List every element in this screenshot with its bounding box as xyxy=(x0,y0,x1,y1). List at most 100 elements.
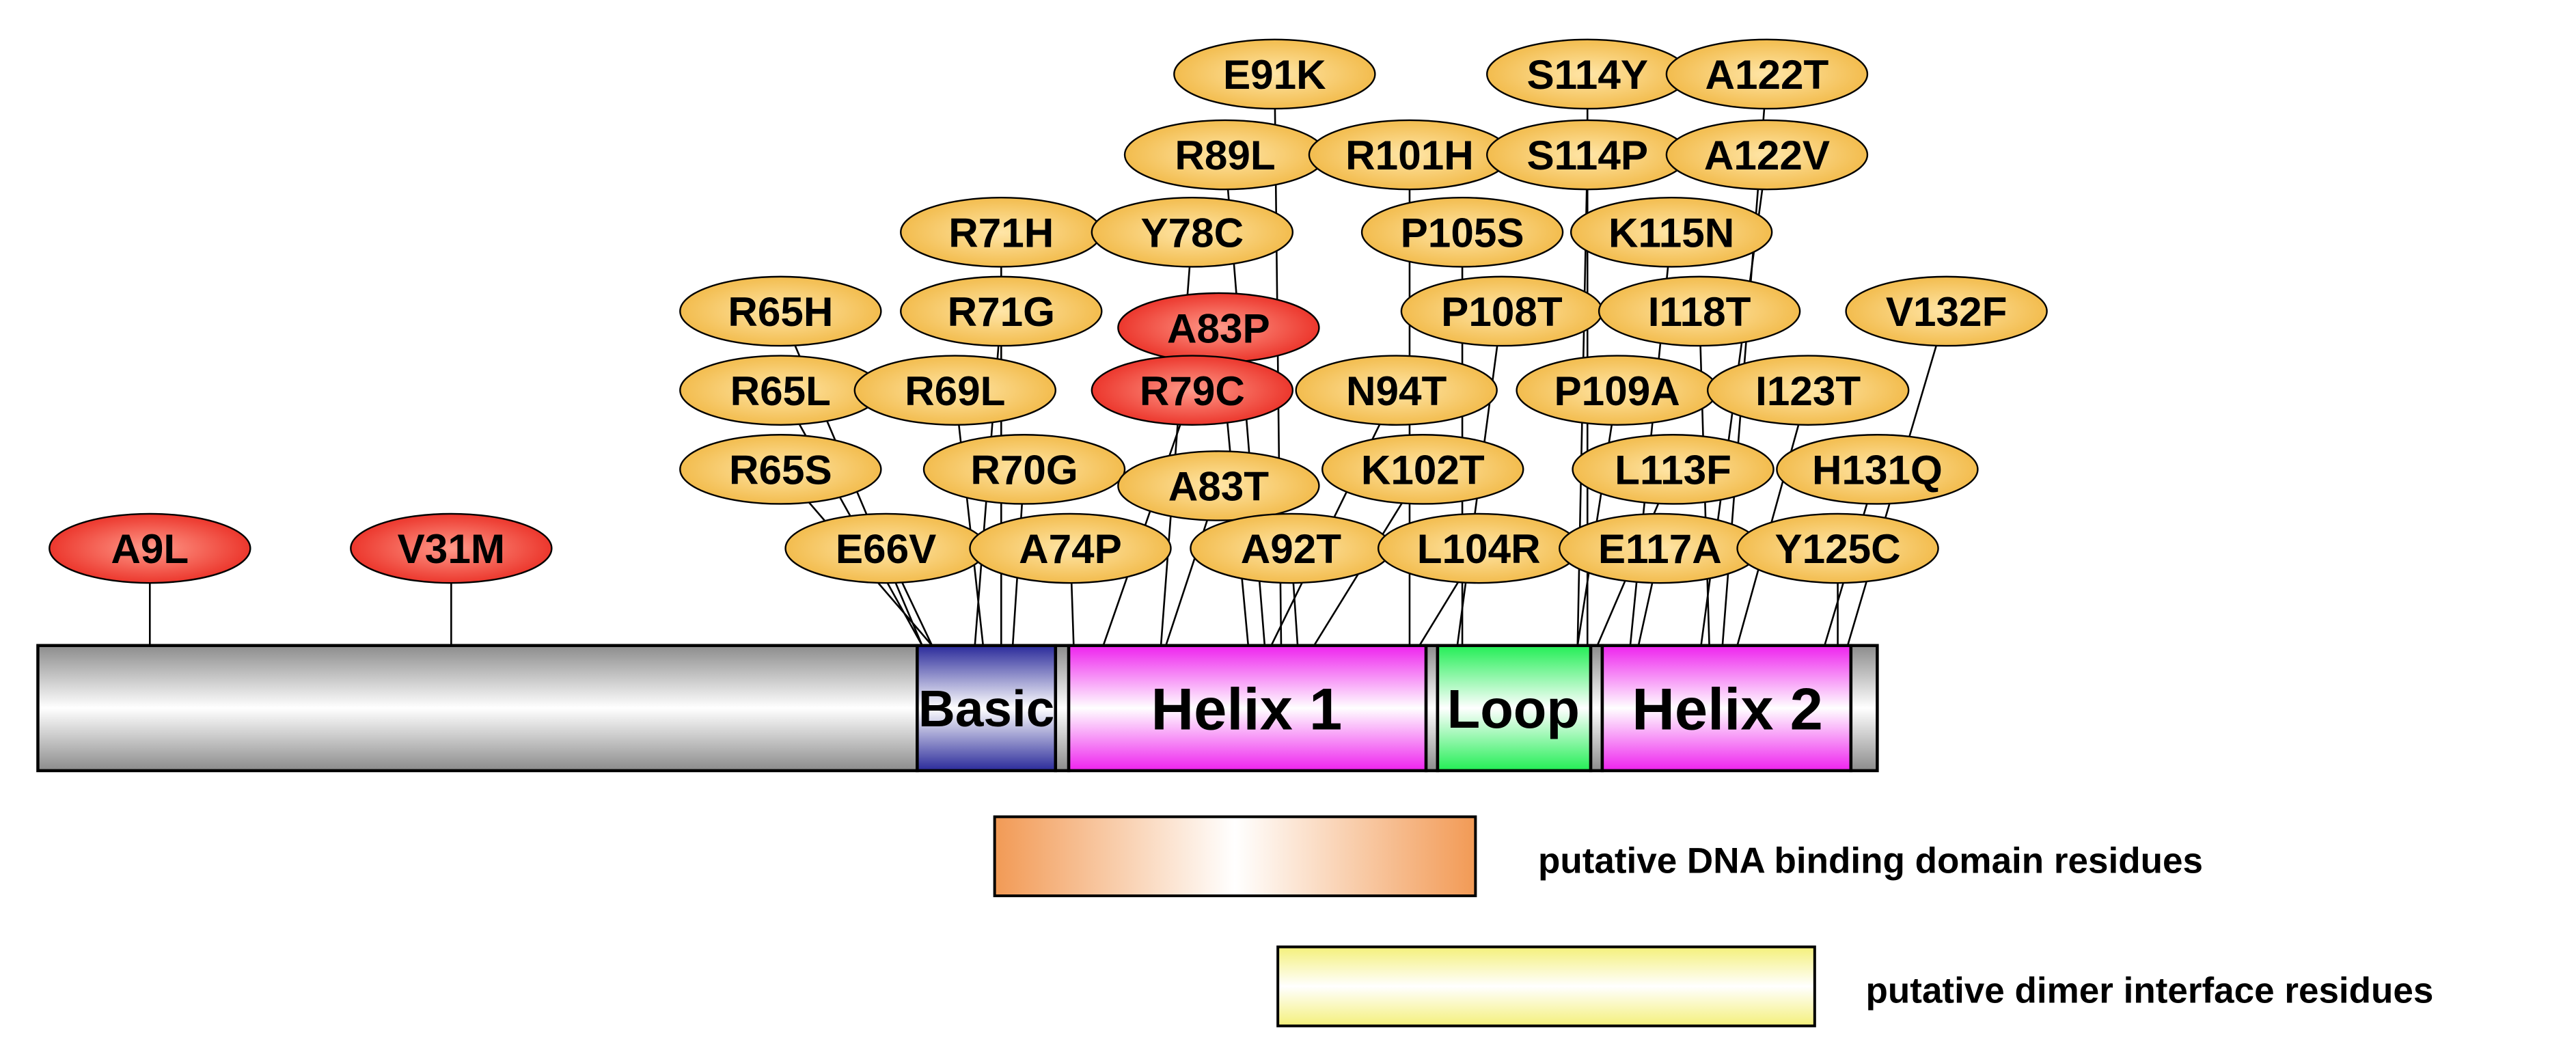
mutation-label: H131Q xyxy=(1812,447,1943,493)
mutation-ellipse xyxy=(1321,434,1524,505)
mutation-R71H: R71H xyxy=(900,197,1103,268)
mutation-R101H: R101H xyxy=(1308,119,1511,191)
mutation-I123T: I123T xyxy=(1706,355,1910,426)
mutation-ellipse xyxy=(1776,434,1979,505)
mutation-label: S114Y xyxy=(1526,51,1648,98)
mutation-label: R101H xyxy=(1345,132,1474,178)
legend: putative DNA binding domain residues puta… xyxy=(993,815,2434,1028)
mutation-label: R71H xyxy=(948,210,1054,256)
mutation-label: A92T xyxy=(1241,525,1342,572)
mutation-ellipse xyxy=(1117,450,1320,521)
mutation-E117A: E117A xyxy=(1559,512,1762,584)
mutation-R79C: R79C xyxy=(1091,355,1294,426)
mutation-P105S: P105S xyxy=(1360,197,1564,268)
helix2-domain xyxy=(1600,644,1853,773)
mutation-label: S114P xyxy=(1526,132,1648,178)
mutation-label: A83P xyxy=(1167,305,1270,351)
mutation-label: P108T xyxy=(1441,288,1563,335)
mutation-label: Y125C xyxy=(1775,525,1900,572)
mutation-R70G: R70G xyxy=(922,434,1126,505)
legend-label-dimer: putative dimer interface residues xyxy=(1866,971,2434,1011)
mutation-stem xyxy=(1576,389,1618,646)
linker-segment xyxy=(1424,644,1440,773)
mutation-label: R65L xyxy=(730,368,831,414)
mutation-ellipse xyxy=(1091,355,1294,426)
mutation-label: A74P xyxy=(1019,525,1122,572)
domain-label-basic: Basic xyxy=(918,680,1054,737)
mutation-ellipse xyxy=(679,434,882,505)
mutation-label: V31M xyxy=(398,525,505,572)
mutation-A122T: A122T xyxy=(1665,38,1869,110)
mutation-S114P: S114P xyxy=(1486,119,1689,191)
mutation-stem xyxy=(1736,389,1809,646)
linker-segment xyxy=(1589,644,1604,773)
mutation-label: A83T xyxy=(1168,463,1270,510)
mutation-A74P: A74P xyxy=(969,512,1172,584)
mutation-label: Y78C xyxy=(1140,210,1244,256)
domain-label-helix2: Helix 2 xyxy=(1632,676,1823,743)
mutation-L113F: L113F xyxy=(1572,434,1775,505)
mutation-A9L: A9L xyxy=(49,512,251,584)
mutation-R65S: R65S xyxy=(679,434,882,505)
mutation-R65H: R65H xyxy=(679,275,882,347)
mutation-ellipse xyxy=(1091,197,1294,268)
mutation-label: R89L xyxy=(1175,132,1275,178)
mutation-ellipse xyxy=(1173,38,1376,110)
mutation-label: E117A xyxy=(1598,525,1722,572)
legend-swatch-dna xyxy=(993,815,1477,898)
mutation-ellipse xyxy=(922,434,1126,505)
mutation-P108T: P108T xyxy=(1400,275,1604,347)
basic-domain xyxy=(916,644,1058,773)
mutation-L104R: L104R xyxy=(1377,512,1580,584)
mutation-label: K115N xyxy=(1608,210,1734,256)
mutation-label: R65H xyxy=(728,288,833,335)
legend-swatch-dimer xyxy=(1276,945,1816,1028)
mutation-label: V132F xyxy=(1886,288,2008,335)
mutation-A83P: A83P xyxy=(1117,292,1320,364)
mutation-labels: A9L V31M E91K S114Y A122T R89L R101H S114P A122V… xyxy=(49,38,2048,584)
mutation-ellipse xyxy=(679,275,882,347)
n-terminal-segment xyxy=(36,644,919,773)
mutation-N94T: N94T xyxy=(1295,355,1498,426)
mutation-ellipse xyxy=(1736,512,1939,584)
mutation-ellipse xyxy=(853,355,1057,426)
mutation-ellipse xyxy=(1665,38,1869,110)
mutation-stem xyxy=(954,390,985,646)
mutation-V132F: V132F xyxy=(1845,275,2048,347)
mutation-label: R71G xyxy=(948,288,1055,335)
legend-label-dna: putative DNA binding domain residues xyxy=(1538,840,2203,881)
mutation-label: E91K xyxy=(1223,51,1326,98)
mutation-ellipse xyxy=(1598,275,1801,347)
mutation-ellipse xyxy=(969,512,1172,584)
mutation-ellipse xyxy=(49,512,251,584)
mutation-ellipse xyxy=(1570,197,1773,268)
mutation-E91K: E91K xyxy=(1173,38,1376,110)
mutation-label: L104R xyxy=(1417,525,1541,572)
mutation-K102T: K102T xyxy=(1321,434,1524,505)
mutation-label: P109A xyxy=(1554,368,1680,414)
mutation-label: R69L xyxy=(905,368,1005,414)
mutation-label: E66V xyxy=(836,525,936,572)
mutation-ellipse xyxy=(1360,197,1564,268)
mutation-label: I118T xyxy=(1648,288,1751,335)
mutation-R69L: R69L xyxy=(853,355,1057,426)
loop-domain xyxy=(1436,644,1593,773)
mutation-H131Q: H131Q xyxy=(1776,434,1979,505)
mutation-label: K102T xyxy=(1361,447,1485,493)
mutation-E66V: E66V xyxy=(784,512,987,584)
mutation-ellipse xyxy=(1665,119,1869,191)
domain-label-loop: Loop xyxy=(1447,679,1580,739)
mutation-label: A122V xyxy=(1704,132,1830,178)
mutation-R71G: R71G xyxy=(900,275,1103,347)
mutation-ellipse xyxy=(1295,355,1498,426)
mutation-S114Y: S114Y xyxy=(1486,38,1689,110)
c-terminal-segment xyxy=(1849,644,1879,773)
mutation-label: N94T xyxy=(1346,368,1447,414)
mutation-label: A9L xyxy=(111,525,189,572)
mutation-ellipse xyxy=(1572,434,1775,505)
mutation-R65L: R65L xyxy=(679,355,882,426)
mutation-P109A: P109A xyxy=(1516,355,1718,426)
mutation-ellipse xyxy=(1845,275,2048,347)
